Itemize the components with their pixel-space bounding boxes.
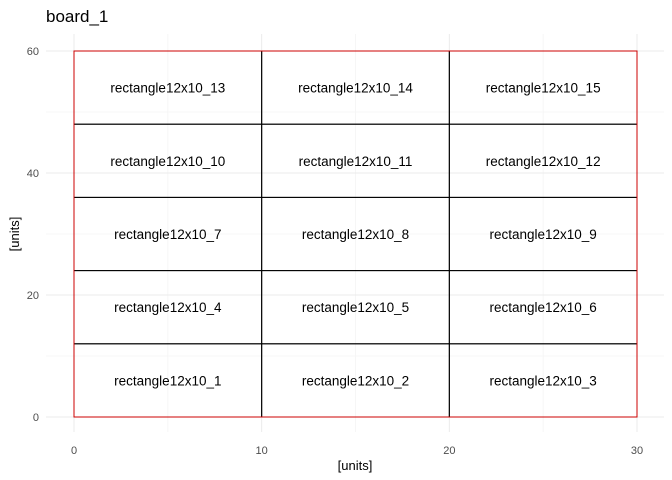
rectangle-label: rectangle12x10_3 (489, 373, 596, 388)
x-tick-label: 20 (443, 445, 455, 457)
rectangle-label: rectangle12x10_9 (489, 227, 596, 242)
board-outline-group (73, 50, 638, 418)
rectangle-label: rectangle12x10_7 (114, 227, 221, 242)
x-tick-label: 10 (256, 445, 268, 457)
axis-ticks: 0 10 20 30 0 20 40 60 (27, 46, 643, 457)
y-tick-label: 0 (33, 412, 39, 424)
x-tick-label: 30 (631, 445, 643, 457)
y-tick-label: 20 (27, 290, 39, 302)
rectangle-label: rectangle12x10_15 (486, 81, 601, 96)
rectangle-label: rectangle12x10_6 (489, 300, 596, 315)
rectangle-label: rectangle12x10_13 (110, 81, 225, 96)
rectangle-label: rectangle12x10_5 (302, 300, 409, 315)
rectangle-label: rectangle12x10_12 (486, 154, 601, 169)
rectangle-label: rectangle12x10_4 (114, 300, 222, 315)
y-tick-label: 40 (27, 168, 39, 180)
rectangle-label: rectangle12x10_2 (302, 373, 409, 388)
x-tick-label: 0 (71, 445, 77, 457)
y-tick-label: 60 (27, 46, 39, 58)
y-axis-title: [units] (7, 217, 22, 252)
board-outline (73, 50, 638, 418)
rectangle-label: rectangle12x10_10 (110, 154, 225, 169)
x-axis-title: [units] (338, 458, 373, 473)
rectangle-label: rectangle12x10_14 (298, 81, 413, 96)
rectangle-label: rectangle12x10_1 (114, 373, 221, 388)
rectangle-label: rectangle12x10_11 (299, 154, 413, 169)
rectangle-labels: rectangle12x10_1 rectangle12x10_2 rectangl… (110, 81, 600, 389)
chart-title: board_1 (46, 7, 108, 26)
rectangle-label: rectangle12x10_8 (302, 227, 409, 242)
